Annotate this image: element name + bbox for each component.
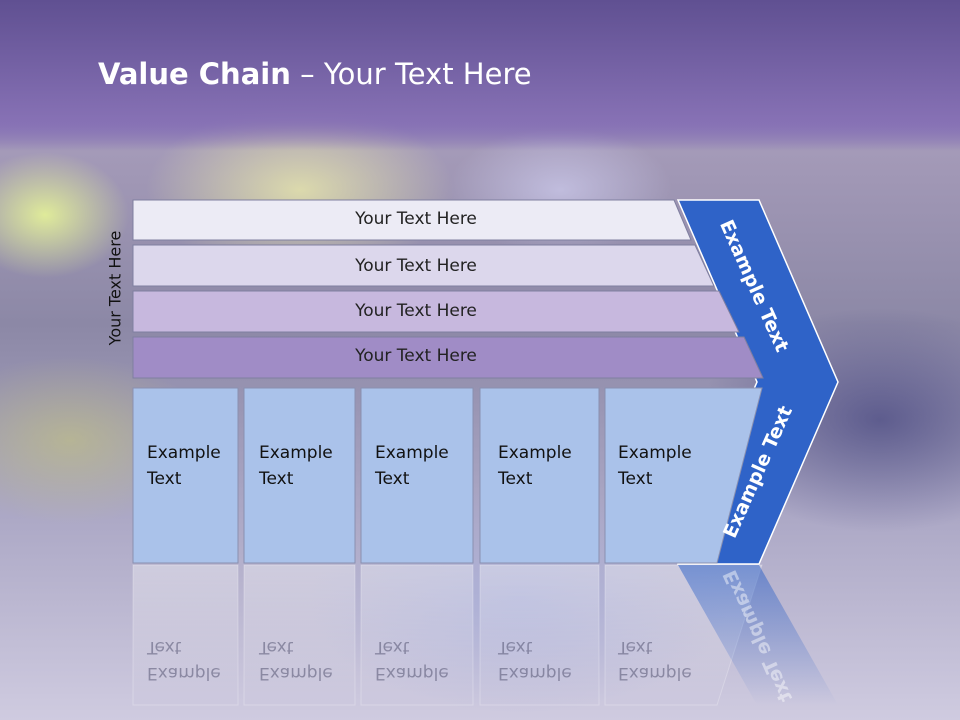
column-3-reflection-line1: Example [375,663,449,683]
bar-3 [132,290,740,333]
column-reflection-3 [360,564,474,706]
column-4-line2: Text [498,469,533,489]
slide-title: Value Chain – Your Text Here [98,52,532,96]
column-5-reflection-line2: Text [618,637,653,657]
column-4-reflection-line2: Text [498,637,533,657]
column-1-line2: Text [147,469,182,489]
column-3-line1: Example [375,443,449,463]
bar-2-label: Your Text Here [355,256,477,276]
column-4-reflection-line1: Example [498,663,572,683]
column-5-reflection-line1: Example [618,663,692,683]
bar-1 [132,199,692,241]
chevron-reflection [678,565,838,705]
column-2-reflection-line2: Text [259,637,294,657]
title-bold: Value Chain [98,57,291,91]
column-3 [360,387,474,564]
column-reflection-4 [479,564,600,706]
column-2-reflection-label: Example Text [259,634,354,686]
column-reflection-2 [243,564,356,706]
column-2-line2: Text [259,469,294,489]
column-1-reflection-line1: Example [147,663,221,683]
column-3-reflection-label: Example Text [375,634,470,686]
header-band [0,0,960,150]
column-3-reflection-line2: Text [375,637,410,657]
column-2-line1: Example [259,443,333,463]
title-separator: – [290,57,324,91]
column-1 [132,387,239,564]
column-5 [604,387,763,564]
bar-2 [132,244,715,287]
column-4-line1: Example [498,443,572,463]
column-3-line2: Text [375,469,410,489]
column-reflection-1 [132,564,239,706]
column-5-line2: Text [618,469,653,489]
column-5-reflection-label: Example Text [618,634,713,686]
bar-4-label: Your Text Here [355,346,477,366]
column-5-line1: Example [618,443,692,463]
column-4-reflection-label: Example Text [498,634,593,686]
column-1-reflection-label: Example Text [147,634,242,686]
column-2-reflection-line1: Example [259,663,333,683]
bar-1-label: Your Text Here [355,209,477,229]
column-1-reflection-line2: Text [147,637,182,657]
reflection-group [132,564,838,706]
column-4 [479,387,600,564]
column-2 [243,387,356,564]
bar-4 [132,336,764,379]
bar-3-label: Your Text Here [355,301,477,321]
title-rest: Your Text Here [323,57,532,91]
column-1-line1: Example [147,443,221,463]
